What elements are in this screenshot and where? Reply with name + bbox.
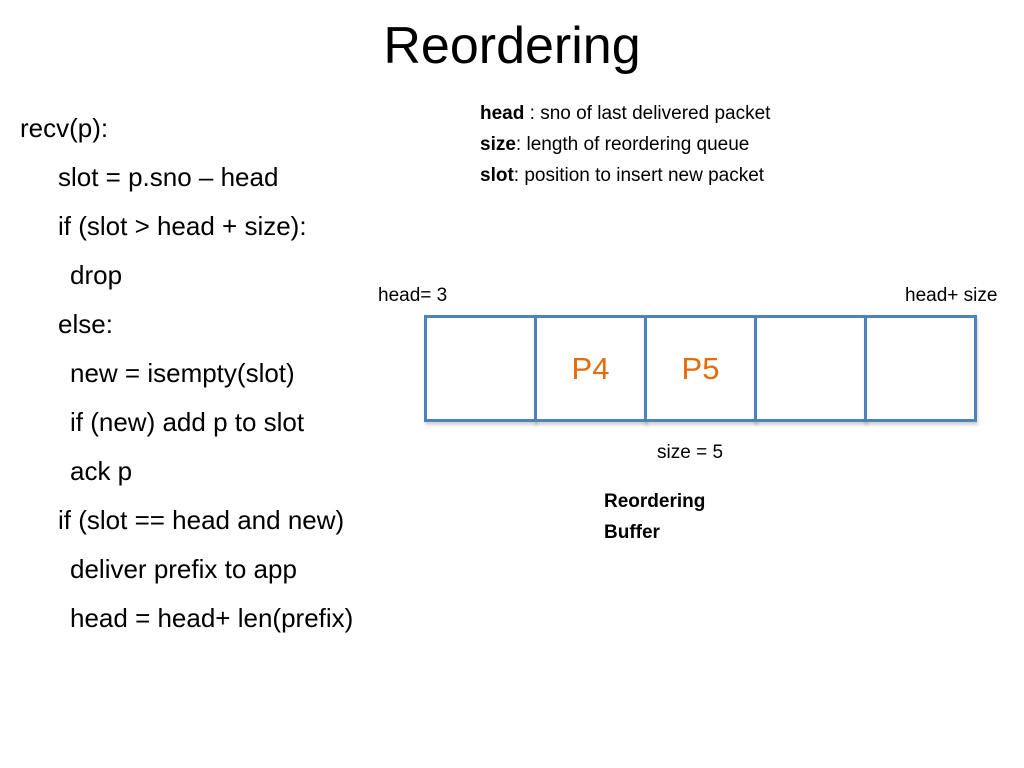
- buffer-slot: [864, 315, 977, 422]
- code-line: head = head+ len(prefix): [70, 603, 354, 633]
- legend-description: : length of reordering queue: [515, 134, 750, 155]
- code-line: else:: [58, 309, 113, 339]
- buffer-caption-line: Buffer: [604, 522, 660, 543]
- code-line: if (slot > head + size):: [58, 211, 307, 241]
- buffer-caption: Reordering Buffer: [604, 486, 705, 548]
- legend-term: head: [480, 103, 525, 124]
- legend-description: : position to insert new packet: [513, 165, 765, 186]
- buffer-slot-packet: P5: [644, 315, 757, 422]
- size-label: size = 5: [657, 442, 724, 463]
- buffer-slot: [424, 315, 537, 422]
- pseudocode-block: recv(p): slot = p.sno – head if (slot > …: [20, 104, 353, 643]
- slide-title: Reordering: [383, 17, 641, 75]
- buffer-caption-line: Reordering: [604, 491, 706, 512]
- code-line: deliver prefix to app: [70, 554, 297, 584]
- legend-description: : sno of last delivered packet: [524, 103, 771, 124]
- legend-item-size: size: length of reordering queue: [480, 129, 770, 160]
- code-line: if (slot == head and new): [58, 505, 345, 535]
- variable-legend: head : sno of last delivered packet size…: [480, 98, 770, 191]
- legend-term: size: [480, 134, 516, 155]
- head-label: head= 3: [378, 285, 448, 306]
- code-line: slot = p.sno – head: [58, 162, 279, 192]
- code-line: if (new) add p to slot: [70, 407, 305, 437]
- code-line: ack p: [70, 456, 133, 486]
- reordering-buffer: P4 P5: [424, 315, 977, 422]
- head-plus-size-label: head+ size: [905, 285, 998, 306]
- code-line: recv(p):: [20, 113, 109, 143]
- code-line: drop: [70, 260, 123, 290]
- buffer-slot-packet: P4: [534, 315, 647, 422]
- legend-item-slot: slot: position to insert new packet: [480, 160, 770, 191]
- legend-item-head: head : sno of last delivered packet: [480, 98, 770, 129]
- code-line: new = isempty(slot): [70, 358, 295, 388]
- legend-term: slot: [480, 165, 514, 186]
- buffer-slot: [754, 315, 867, 422]
